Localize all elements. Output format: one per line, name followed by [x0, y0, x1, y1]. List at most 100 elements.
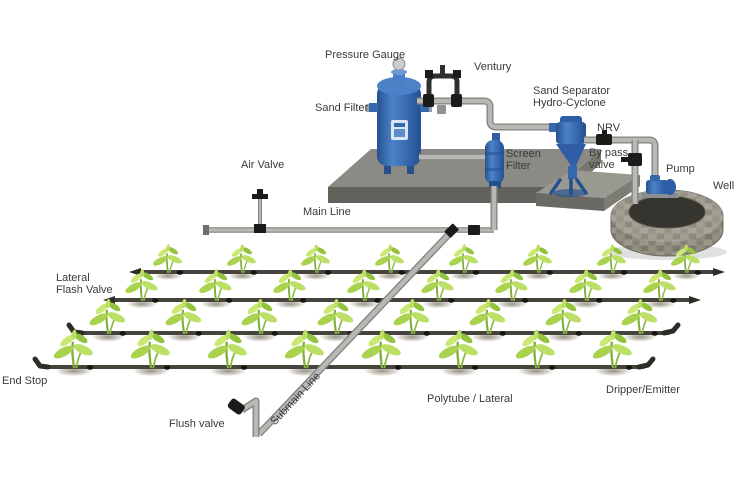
- label-screen-filter-line1: Screen: [506, 148, 541, 160]
- label-pressure-gauge: Pressure Gauge: [325, 49, 406, 61]
- label-sand-separator: Sand Separator Hydro-Cyclone: [533, 85, 610, 109]
- dripper-icon: [226, 298, 233, 303]
- plant-icon: [50, 328, 96, 370]
- label-bypass-line1: By pass: [589, 147, 629, 159]
- field-layer: [32, 243, 725, 377]
- label-screen-filter: Screen Filter: [506, 148, 541, 172]
- dripper-icon: [271, 331, 278, 336]
- dripper-icon: [250, 270, 258, 275]
- label-lateral-flash-line1: Lateral: [56, 272, 90, 284]
- plant-icon: [224, 243, 258, 274]
- dripper-icon: [324, 270, 332, 275]
- label-lateral-flash-line2: Flash Valve: [56, 284, 113, 296]
- hydro-cyclone: [549, 116, 588, 197]
- plant-shadow: [598, 272, 626, 280]
- dripper-icon: [374, 298, 381, 303]
- sand-filter-tank: [366, 57, 432, 174]
- label-polytube-lateral: Polytube / Lateral: [427, 393, 513, 405]
- flush-valve: [227, 398, 245, 415]
- plant-shadow: [228, 272, 256, 280]
- dripper-icon: [499, 331, 506, 336]
- plant-icon: [358, 328, 404, 370]
- plant-icon: [314, 297, 356, 336]
- label-screen-filter-line2: Filter: [506, 160, 531, 172]
- plant-shadow: [672, 272, 700, 280]
- screen-filter: [485, 133, 504, 188]
- well: [607, 189, 727, 260]
- dripper-icon: [546, 270, 554, 275]
- plant-shadow: [524, 272, 552, 280]
- plant-icon: [127, 328, 173, 370]
- plant-icon: [86, 297, 128, 336]
- label-air-valve: Air Valve: [241, 159, 285, 171]
- lateral-row: [129, 243, 725, 280]
- plant-icon: [298, 243, 332, 274]
- dripper-icon: [575, 331, 582, 336]
- dripper-icon: [625, 365, 633, 370]
- station-pipes: [417, 97, 554, 161]
- dripper-icon: [300, 298, 307, 303]
- label-sand-separator-line1: Sand Separator: [533, 85, 611, 97]
- bypass-valve: [621, 153, 642, 166]
- plant-shadow: [302, 272, 330, 280]
- plant-icon: [446, 243, 480, 274]
- submain-pipe: [240, 223, 459, 437]
- pump-pipes: [584, 136, 659, 204]
- label-flush-valve: Flush valve: [169, 418, 225, 430]
- label-bypass-line2: valve: [589, 159, 615, 171]
- label-well: Well: [713, 180, 735, 192]
- plant-icon: [238, 297, 280, 336]
- lateral-row: [103, 267, 701, 309]
- dripper-icon: [195, 331, 202, 336]
- lateral-end-cap: [689, 296, 701, 304]
- dripper-icon: [448, 298, 455, 303]
- dripper-icon: [548, 365, 556, 370]
- plant-shadow: [376, 272, 404, 280]
- ventury-assembly: [423, 65, 462, 114]
- label-end-stop: End Stop: [2, 375, 48, 387]
- lateral-row: [32, 328, 656, 377]
- plant-icon: [150, 243, 184, 274]
- dripper-icon: [620, 270, 628, 275]
- lateral-end-elbow: [661, 322, 681, 336]
- dripper-icon: [522, 298, 529, 303]
- label-bypass-valve: By pass valve: [589, 147, 628, 171]
- dripper-icon: [394, 365, 402, 370]
- dripper-icon: [398, 270, 406, 275]
- plant-icon: [520, 243, 554, 274]
- dripper-icon: [86, 365, 94, 370]
- lateral-end-cap: [713, 268, 725, 276]
- dripper-icon: [651, 331, 658, 336]
- nrv-valve: [596, 130, 612, 145]
- dripper-icon: [694, 270, 702, 275]
- dripper-icon: [472, 270, 480, 275]
- pump: [641, 175, 679, 198]
- lateral-row: [66, 297, 681, 342]
- label-dripper-emitter: Dripper/Emitter: [606, 384, 680, 396]
- label-main-line: Main Line: [303, 206, 351, 218]
- lateral-end-elbow: [636, 356, 656, 370]
- plant-icon: [204, 328, 250, 370]
- label-lateral-flash-valve: Lateral Flash Valve: [56, 272, 113, 296]
- plant-icon: [162, 297, 204, 336]
- dripper-icon: [176, 270, 184, 275]
- dripper-icon: [163, 365, 171, 370]
- air-valve: [252, 189, 268, 233]
- lateral-end-elbow: [32, 356, 51, 370]
- dripper-icon: [152, 298, 159, 303]
- dripper-icon: [596, 298, 603, 303]
- plant-icon: [372, 243, 406, 274]
- label-nrv: NRV: [597, 122, 621, 134]
- dripper-icon: [670, 298, 677, 303]
- plant-icon: [281, 328, 327, 370]
- label-pump: Pump: [666, 163, 695, 175]
- plant-shadow: [450, 272, 478, 280]
- plant-shadow: [154, 272, 182, 280]
- label-sand-filter: Sand Filter: [315, 102, 369, 114]
- dripper-icon: [423, 331, 430, 336]
- label-ventury: Ventury: [474, 61, 512, 73]
- label-sand-separator-line2: Hydro-Cyclone: [533, 97, 606, 109]
- dripper-icon: [471, 365, 479, 370]
